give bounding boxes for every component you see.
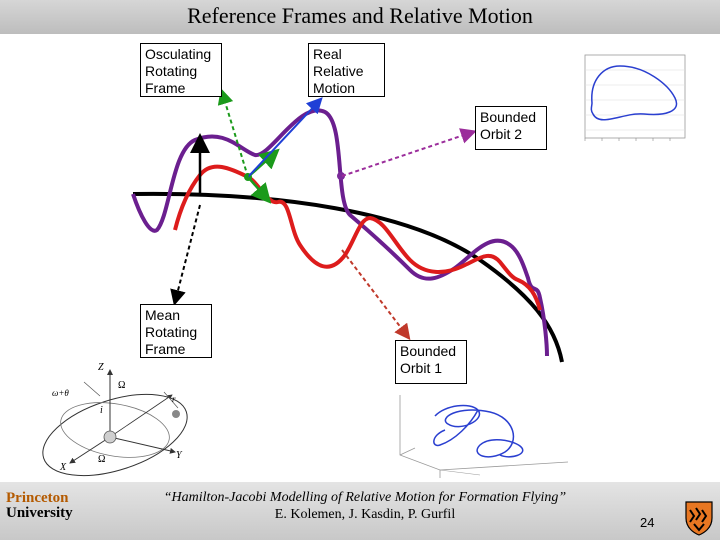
citation-title: “Hamilton-Jacobi Modelling of Relative M…: [163, 490, 567, 505]
relative-motion-diagram: Z Ω Y X i Ω ω+θ r: [42, 54, 686, 478]
bounded-orbit-1-curve: [433, 404, 524, 458]
inclination-label: i: [100, 405, 103, 416]
bounded-orbit-1-label: Bounded Orbit 1: [395, 340, 467, 384]
osculating-frame-label: Osculating Rotating Frame: [140, 43, 222, 97]
princeton-logo: Princeton University: [6, 490, 73, 521]
axis-z-label: Z: [98, 362, 104, 373]
argument-latitude-label: ω+θ: [52, 388, 69, 398]
axis-y-label: Y: [176, 450, 183, 461]
bounded-orbit-2-label: Bounded Orbit 2: [475, 106, 547, 150]
bounded-orbit-2-arrow: [341, 128, 477, 177]
node-omega-label-bottom: Ω: [98, 454, 105, 465]
bounded-orbit-2-curve: [590, 65, 678, 121]
real-relative-motion-label: Real Relative Motion: [308, 43, 385, 97]
real-relative-motion-vector: [247, 97, 323, 178]
page-number: 24: [640, 515, 655, 530]
node-omega-label-top: Ω: [118, 380, 125, 391]
red-relative-orbit-curve: [173, 164, 542, 311]
mean-frame-label-arrow: [170, 204, 201, 306]
osculating-axis-down: [247, 176, 272, 204]
axis-x-label: X: [59, 462, 67, 473]
slide-title: Reference Frames and Relative Motion: [187, 3, 533, 28]
purple-satellite-point: [337, 172, 345, 180]
princeton-shield-icon: [685, 501, 713, 536]
osculating-label-arrow: [217, 88, 249, 178]
bounded-orbit-1-arrow: [341, 249, 411, 341]
bounded-orbit-1-inset-plot: [399, 395, 569, 478]
orbital-geometry-diagram: Z Ω Y X i Ω ω+θ r: [42, 362, 188, 477]
radius-label: r: [172, 394, 176, 404]
citation-authors: E. Kolemen, J. Kasdin, P. Gurfil: [274, 507, 456, 522]
mean-frame-label: Mean Rotating Frame: [140, 304, 212, 358]
bounded-orbit-2-inset-plot: [584, 54, 686, 141]
footer-bar: [0, 482, 720, 540]
purple-relative-orbit-curve: [131, 108, 549, 357]
citation: “Hamilton-Jacobi Modelling of Relative M…: [130, 489, 600, 523]
title-bar: [0, 0, 720, 34]
